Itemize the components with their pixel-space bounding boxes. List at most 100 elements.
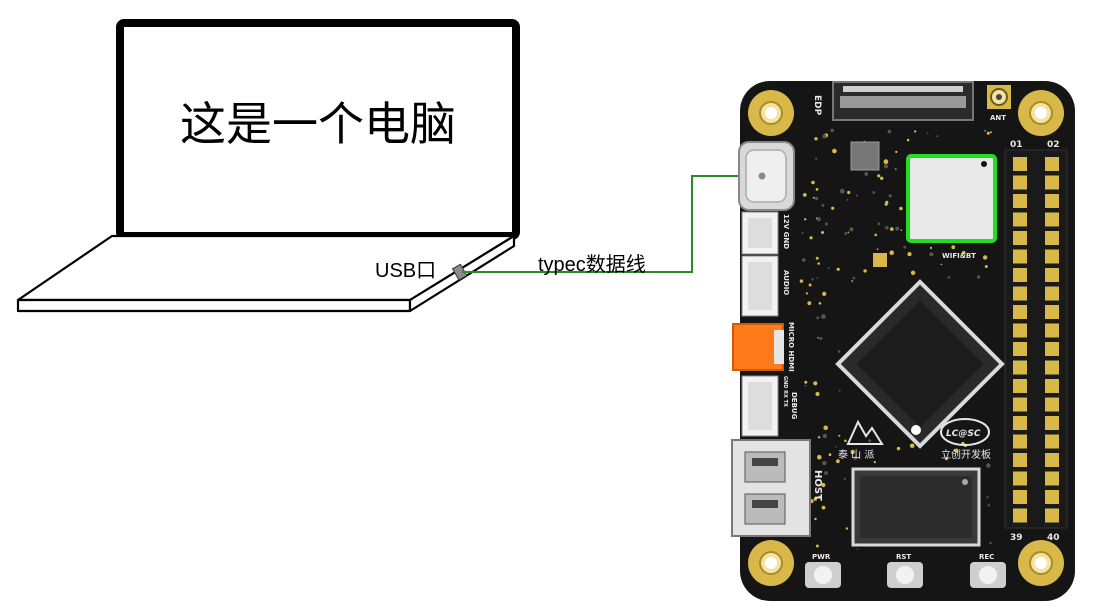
pcb-via xyxy=(804,380,808,384)
gpio-pin xyxy=(1045,249,1059,264)
pcb-via xyxy=(822,433,827,439)
silk-power: 12V GND xyxy=(782,214,790,249)
pcb-via xyxy=(814,517,817,521)
rst-button xyxy=(887,562,923,588)
pcb-via xyxy=(802,258,806,262)
silk-host: HOST xyxy=(812,470,823,501)
typec-cable xyxy=(462,175,760,273)
silk-pin-1: 01 xyxy=(1010,140,1023,150)
usb-port-label: USB口 xyxy=(375,260,437,282)
gpio-pin xyxy=(1013,231,1027,245)
pcb-via xyxy=(847,231,850,234)
gpio-pin xyxy=(1013,268,1027,282)
silk-pin-39: 39 xyxy=(1010,533,1023,543)
pcb-via xyxy=(808,283,812,287)
gpio-pin xyxy=(1045,175,1059,190)
silk-lcsc: LC@SC xyxy=(946,429,981,439)
pcb-via xyxy=(895,168,897,170)
gpio-pin xyxy=(1013,157,1027,171)
gpio-pin xyxy=(1013,286,1027,301)
pcb-via xyxy=(815,256,819,260)
dev-board: EDP ANT 01 02 39 40 12V GND AUDIO MICRO … xyxy=(731,81,1075,601)
gpio-header xyxy=(1004,149,1068,529)
gpio-pin xyxy=(1045,379,1059,393)
pcb-via xyxy=(839,188,845,194)
pcb-via xyxy=(821,505,826,510)
pcb-via xyxy=(817,262,820,265)
gpio-pin xyxy=(1045,453,1059,467)
silk-rec: REC xyxy=(979,553,994,561)
pcb-via xyxy=(821,203,825,207)
silk-rst: RST xyxy=(896,553,911,561)
pcb-via xyxy=(818,302,822,305)
pcb-via xyxy=(914,130,917,133)
pcb-via xyxy=(801,232,804,234)
gpio-pin xyxy=(1013,323,1027,338)
pcb-via xyxy=(799,279,804,283)
pcb-via xyxy=(929,246,933,249)
pcb-via xyxy=(936,135,939,138)
pcb-via xyxy=(844,232,848,235)
pcb-via xyxy=(987,504,990,507)
usb-host-port xyxy=(731,439,811,537)
pcb-via xyxy=(843,477,846,480)
pcb-via xyxy=(887,129,892,134)
pcb-via xyxy=(814,137,818,141)
pcb-via xyxy=(807,301,812,306)
pcb-via xyxy=(822,134,827,139)
pcb-via xyxy=(816,217,821,222)
audio-connector xyxy=(741,255,779,317)
pcb-via xyxy=(852,276,856,280)
taishanpai-logo xyxy=(846,419,884,445)
pcb-via xyxy=(850,449,855,455)
pcb-via xyxy=(910,270,916,275)
gpio-pin xyxy=(1045,397,1059,412)
pwr-button xyxy=(805,562,841,588)
mounting-holes xyxy=(748,90,1064,586)
pcb-via xyxy=(815,188,819,191)
pcb-via xyxy=(824,471,828,475)
pcb-via xyxy=(818,495,821,499)
pcb-via xyxy=(884,202,888,206)
gpio-pin xyxy=(1045,471,1059,486)
pcb-via xyxy=(815,391,820,397)
pcb-via xyxy=(909,443,915,449)
gpio-pin xyxy=(1013,360,1027,375)
silk-ant: ANT xyxy=(990,114,1006,122)
silk-edp: EDP xyxy=(812,95,822,116)
pcb-via xyxy=(821,482,826,488)
pcb-via xyxy=(813,497,817,501)
pcb-via xyxy=(900,229,903,231)
pcb-via xyxy=(847,190,851,195)
gpio-pin xyxy=(1045,268,1059,282)
pcb-via xyxy=(951,245,956,250)
soc-chip xyxy=(835,279,1005,449)
gpio-pin xyxy=(1045,231,1059,245)
wifi-module xyxy=(906,154,997,243)
pcb-via xyxy=(821,314,826,319)
pcb-via xyxy=(805,292,809,295)
pcb-via xyxy=(876,248,879,250)
silk-wifi: WIFI&BT xyxy=(942,252,976,260)
pcb-via xyxy=(831,206,835,210)
pcb-via xyxy=(823,425,828,431)
gpio-pin xyxy=(1045,508,1059,523)
lcsc-logo xyxy=(940,418,990,446)
pcb-via xyxy=(837,350,841,353)
small-chip-2 xyxy=(873,253,887,267)
pcb-via xyxy=(812,196,815,199)
pcb-via xyxy=(822,460,827,466)
gpio-pin xyxy=(1045,360,1059,375)
silk-pin-40: 40 xyxy=(1047,533,1060,543)
pcb-via xyxy=(819,337,823,340)
pcb-via xyxy=(874,233,877,237)
pcb-via xyxy=(940,263,943,266)
gpio-pin xyxy=(1045,286,1059,301)
cable-label: typec数据线 xyxy=(538,254,646,276)
pcb-via xyxy=(983,129,987,133)
pcb-via xyxy=(885,226,889,230)
laptop-usb-port xyxy=(451,263,468,281)
pcb-via xyxy=(890,227,894,231)
pcb-via xyxy=(836,459,840,464)
antenna-connector xyxy=(987,85,1011,109)
